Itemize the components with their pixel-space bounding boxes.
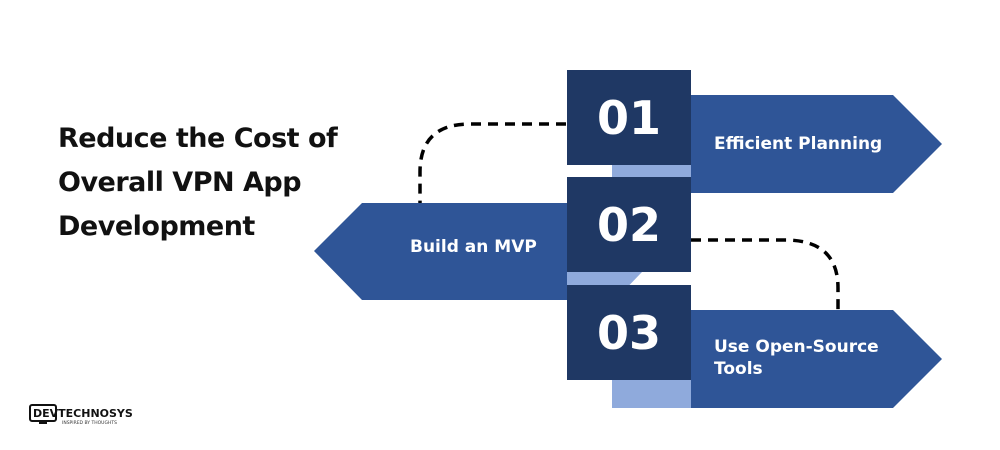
logo-tagline: INSPIRED BY THOUGHTS bbox=[62, 420, 117, 426]
step-3-label-line-1: Use Open-Source bbox=[714, 337, 879, 357]
step-3-arrow bbox=[691, 310, 942, 408]
step-2-number: 02 bbox=[597, 198, 661, 252]
step-2-arrow bbox=[314, 203, 567, 300]
step-2-number-box bbox=[567, 177, 691, 272]
title-line-3: Development bbox=[58, 211, 255, 242]
devtechnosys-logo: DEVTECHNOSYS INSPIRED BY THOUGHTS bbox=[29, 404, 133, 426]
step-3-number-box bbox=[567, 285, 691, 380]
connector-2-3 bbox=[691, 238, 840, 312]
step-2-label: Build an MVP bbox=[410, 237, 537, 257]
diagram-title: Reduce the Cost of Overall VPN App Devel… bbox=[58, 117, 388, 249]
step-1-label: Efficient Planning bbox=[714, 134, 882, 154]
title-line-1: Reduce the Cost of bbox=[58, 123, 338, 154]
accent-strip-3 bbox=[612, 380, 691, 408]
connector-1-2 bbox=[418, 122, 566, 208]
step-3-label-line-2: Tools bbox=[714, 359, 763, 379]
logo-text: DEVTECHNOSYS bbox=[33, 407, 133, 420]
step-1-number-box bbox=[567, 70, 691, 165]
title-line-2: Overall VPN App bbox=[58, 167, 302, 198]
step-1-number: 01 bbox=[597, 91, 661, 145]
step-1-arrow bbox=[691, 95, 942, 193]
step-3-number: 03 bbox=[597, 306, 661, 360]
